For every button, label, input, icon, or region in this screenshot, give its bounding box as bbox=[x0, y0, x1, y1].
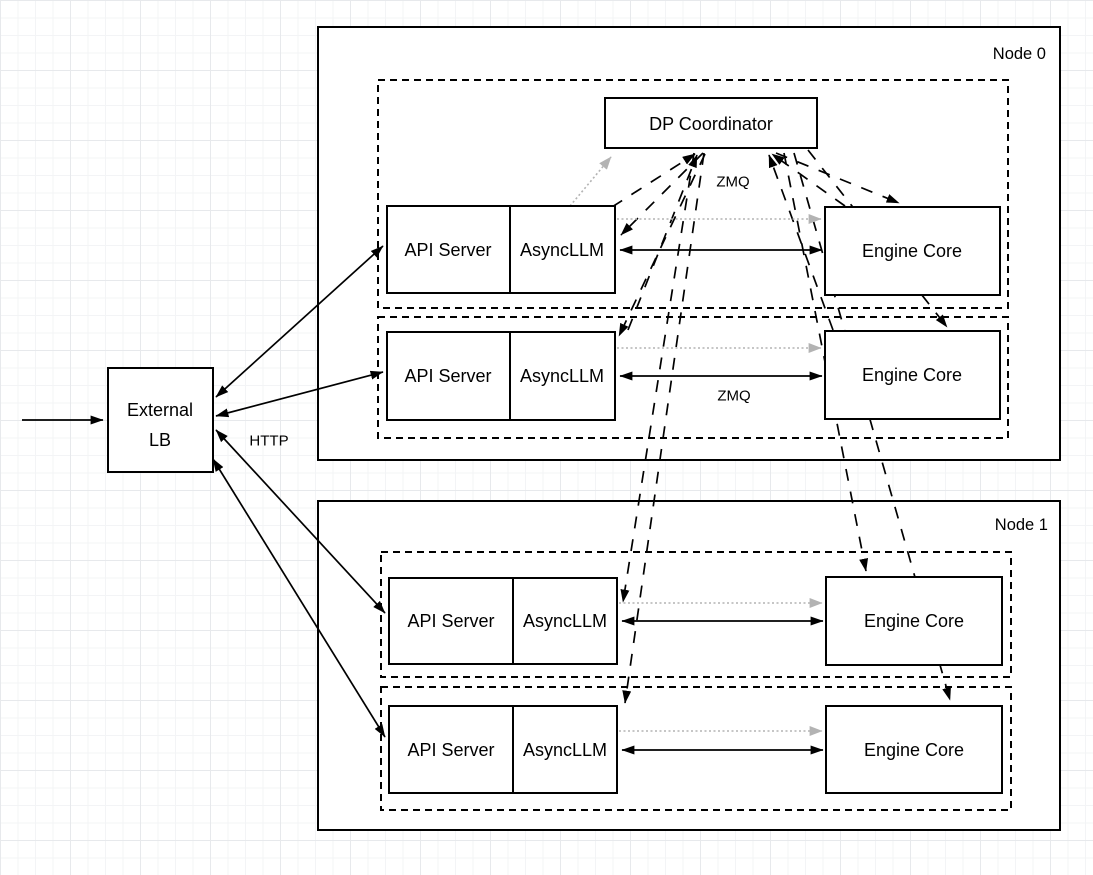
arrow-lb-api1b bbox=[212, 458, 386, 738]
node1-label: Node 1 bbox=[995, 516, 1048, 534]
dp-coordinator-box bbox=[604, 97, 818, 149]
arrow-lb-api0b bbox=[215, 370, 384, 418]
asyncllm-label-node1-row2: AsyncLLM bbox=[523, 740, 607, 760]
dotted-links bbox=[569, 156, 823, 736]
node0-group1-dashed-box bbox=[377, 79, 1009, 309]
api-server-label-node1-row2: API Server bbox=[407, 740, 494, 760]
dotted-arrow-async0a-to-coordinator bbox=[569, 156, 612, 207]
dashed-arrow-coordinator-to-engine0b bbox=[807, 149, 948, 328]
dashed-arrow-coordinator-to-async0b bbox=[618, 153, 706, 337]
engine-core-box-node0-row2 bbox=[824, 330, 1001, 420]
engine-core-label-node0-row2: Engine Core bbox=[862, 365, 962, 385]
node0-label: Node 0 bbox=[993, 45, 1046, 63]
engine-core-label-node1-row2: Engine Core bbox=[864, 740, 964, 760]
api-server-label-node1-row1: API Server bbox=[407, 611, 494, 631]
dashed-arrow-coordinator-to-async1a bbox=[620, 152, 695, 603]
api-async-box-node1-row1 bbox=[388, 577, 618, 665]
dashed-arrow-coordinator-to-engine1b bbox=[793, 152, 951, 701]
api-async-box-node0-row2 bbox=[386, 331, 616, 421]
engine-core-box-node1-row2 bbox=[825, 705, 1003, 794]
engine-core-label-node0-row1: Engine Core bbox=[862, 241, 962, 261]
coordinator-zmq-links bbox=[611, 149, 951, 704]
http-label: HTTP bbox=[249, 433, 288, 450]
external-lb-label-line1: External bbox=[127, 400, 193, 420]
labels: Node 0 Node 1 DP Coordinator API Server … bbox=[127, 45, 1048, 760]
api-server-label-node0-row2: API Server bbox=[404, 366, 491, 386]
external-lb-label-line2: LB bbox=[149, 430, 171, 450]
engine-core-box-node0-row1 bbox=[824, 206, 1001, 296]
dashed-arrow-engine0b-to-coordinator bbox=[768, 154, 834, 331]
dashed-arrow-coordinator-to-async0a bbox=[620, 152, 704, 236]
api-server-label-node0-row1: API Server bbox=[404, 240, 491, 260]
node1-group1-dashed-box bbox=[380, 551, 1012, 678]
dashed-arrow-async0a-to-coordinator bbox=[611, 153, 696, 208]
engine-core-label-node1-row1: Engine Core bbox=[864, 611, 964, 631]
zmq-label-top: ZMQ bbox=[716, 174, 749, 191]
api-async-box-node1-row2 bbox=[388, 705, 618, 794]
api-async-box-node0-row1 bbox=[386, 205, 616, 294]
external-lb-box bbox=[107, 367, 214, 473]
engine-core-box-node1-row1 bbox=[825, 576, 1003, 666]
zmq-label-bottom: ZMQ bbox=[717, 388, 750, 405]
boxes bbox=[107, 97, 1003, 794]
dashed-arrow-engine0a-to-coordinator bbox=[771, 153, 846, 207]
solid-links bbox=[22, 245, 824, 755]
node1-group2-dashed-box bbox=[380, 686, 1012, 811]
dashed-arrow-coordinator-to-async1b bbox=[622, 152, 705, 704]
asyncllm-label-node0-row1: AsyncLLM bbox=[520, 240, 604, 260]
asyncllm-label-node1-row1: AsyncLLM bbox=[523, 611, 607, 631]
dp-coordinator-label: DP Coordinator bbox=[649, 114, 773, 134]
asyncllm-label-node0-row2: AsyncLLM bbox=[520, 366, 604, 386]
